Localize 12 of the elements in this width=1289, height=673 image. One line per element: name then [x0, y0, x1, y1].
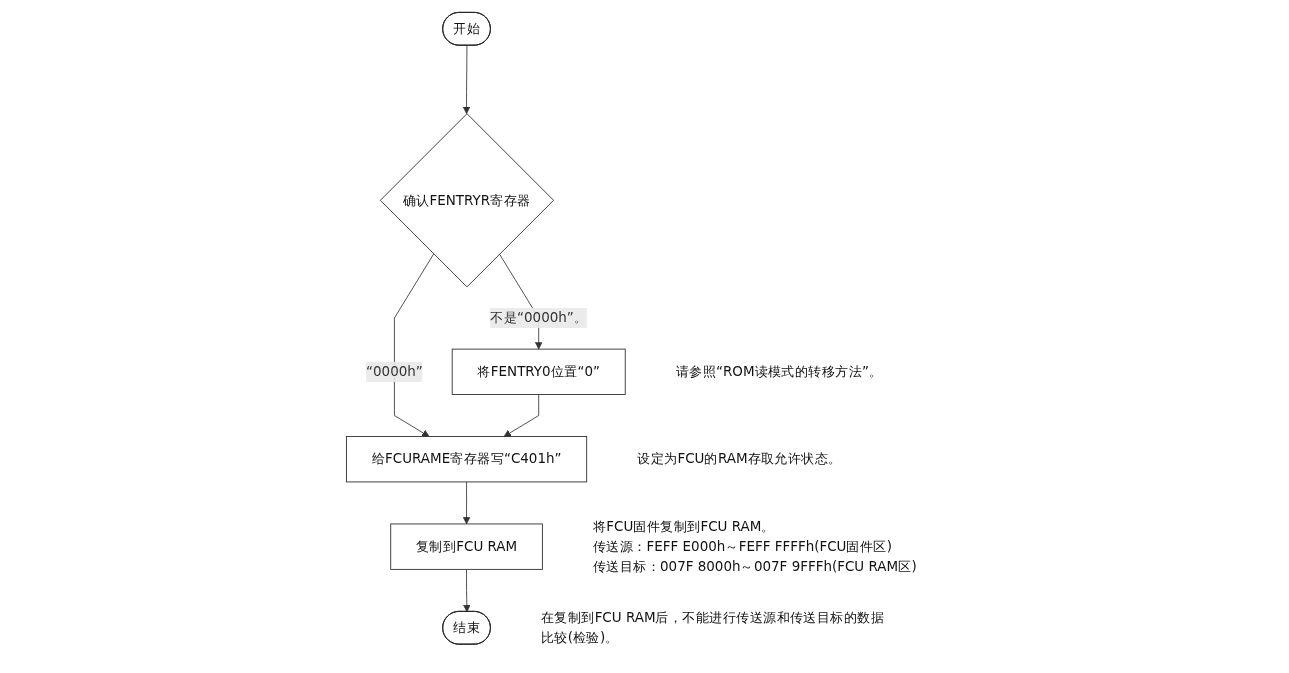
- node-label: 在复制到FCU RAM后，不能进行传送源和传送目标的数据比较(检验)。: [541, 609, 885, 646]
- node-label: 设定为FCU的RAM存取允许状态。: [637, 450, 842, 467]
- node-diamond: 确认FENTRYR寄存器: [380, 113, 555, 288]
- node-box: 给FCURAME寄存器写“C401h”: [346, 436, 588, 483]
- edge-label: “0000h”: [366, 363, 424, 380]
- node-label: 将FCU固件复制到FCU RAM。: [593, 518, 776, 535]
- edge-label: 不是“0000h”。: [490, 309, 588, 326]
- node-label: 传送目标：007F 8000h～007F 9FFFh(FCU RAM区): [593, 558, 918, 575]
- node-label: 传送源：FEFF E000h～FEFF FFFFh(FCU固件区): [593, 538, 893, 555]
- node-box: 复制到FCU RAM: [390, 523, 544, 570]
- node-box: 将FENTRY0位置“0”: [452, 348, 626, 395]
- node-label: 请参照“ROM读模式的转移方法”。: [675, 363, 883, 380]
